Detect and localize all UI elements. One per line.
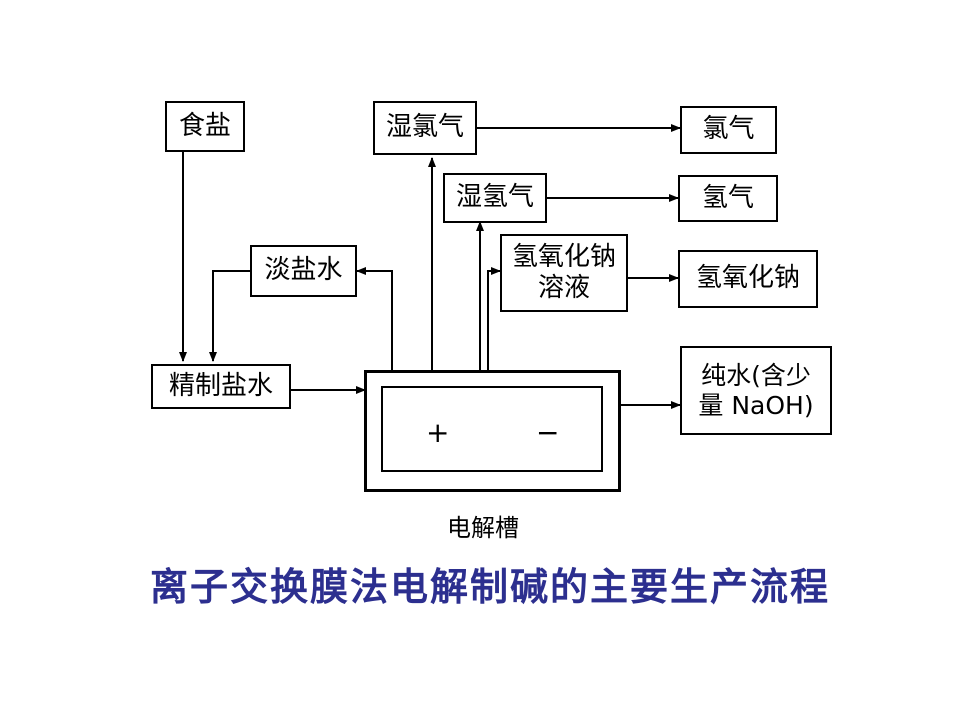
node-refined-brine-label: 精制盐水: [168, 370, 273, 401]
arrow-dilute-brine-to-refined-brine: [209, 270, 250, 362]
node-refined-brine: 精制盐水: [151, 364, 291, 409]
node-wet-hydrogen: 湿氢气: [443, 173, 547, 223]
node-chlorine: 氯气: [680, 106, 777, 154]
diagram-title: 离子交换膜法电解制碱的主要生产流程: [150, 565, 831, 609]
node-wet-chlorine: 湿氯气: [373, 101, 477, 155]
node-wet-chlorine-label: 湿氯气: [385, 112, 464, 143]
node-hydrogen-label: 氢气: [701, 182, 754, 213]
node-dilute-brine: 淡盐水: [250, 245, 357, 297]
node-dilute-brine-label: 淡盐水: [264, 255, 343, 286]
node-pure-water: 纯水(含少 量 NaOH): [680, 346, 832, 435]
node-naoh: 氢氧化钠: [678, 250, 818, 308]
arrow-cell-to-naoh-solution: [487, 267, 501, 371]
node-chlorine-label: 氯气: [702, 114, 755, 145]
node-naoh-solution-line1: 氢氧化钠: [511, 241, 616, 272]
node-naoh-solution: 氢氧化钠 溶液: [500, 234, 628, 312]
node-pure-water-line2: 量 NaOH): [698, 390, 814, 420]
node-naoh-label: 氢氧化钠: [695, 263, 800, 294]
node-wet-hydrogen-label: 湿氢气: [455, 182, 534, 213]
node-salt: 食盐: [165, 101, 245, 152]
cell-label: 电解槽: [447, 514, 519, 542]
node-naoh-solution-line2: 溶液: [537, 273, 590, 303]
arrow-cell-to-dilute-brine: [356, 267, 393, 371]
cathode-sign: −: [536, 416, 560, 449]
electrolytic-cell-inner: [381, 386, 603, 472]
node-pure-water-line1: 纯水(含少: [701, 360, 811, 390]
node-hydrogen: 氢气: [678, 175, 778, 222]
node-salt-label: 食盐: [178, 110, 231, 141]
anode-sign: +: [426, 416, 450, 449]
